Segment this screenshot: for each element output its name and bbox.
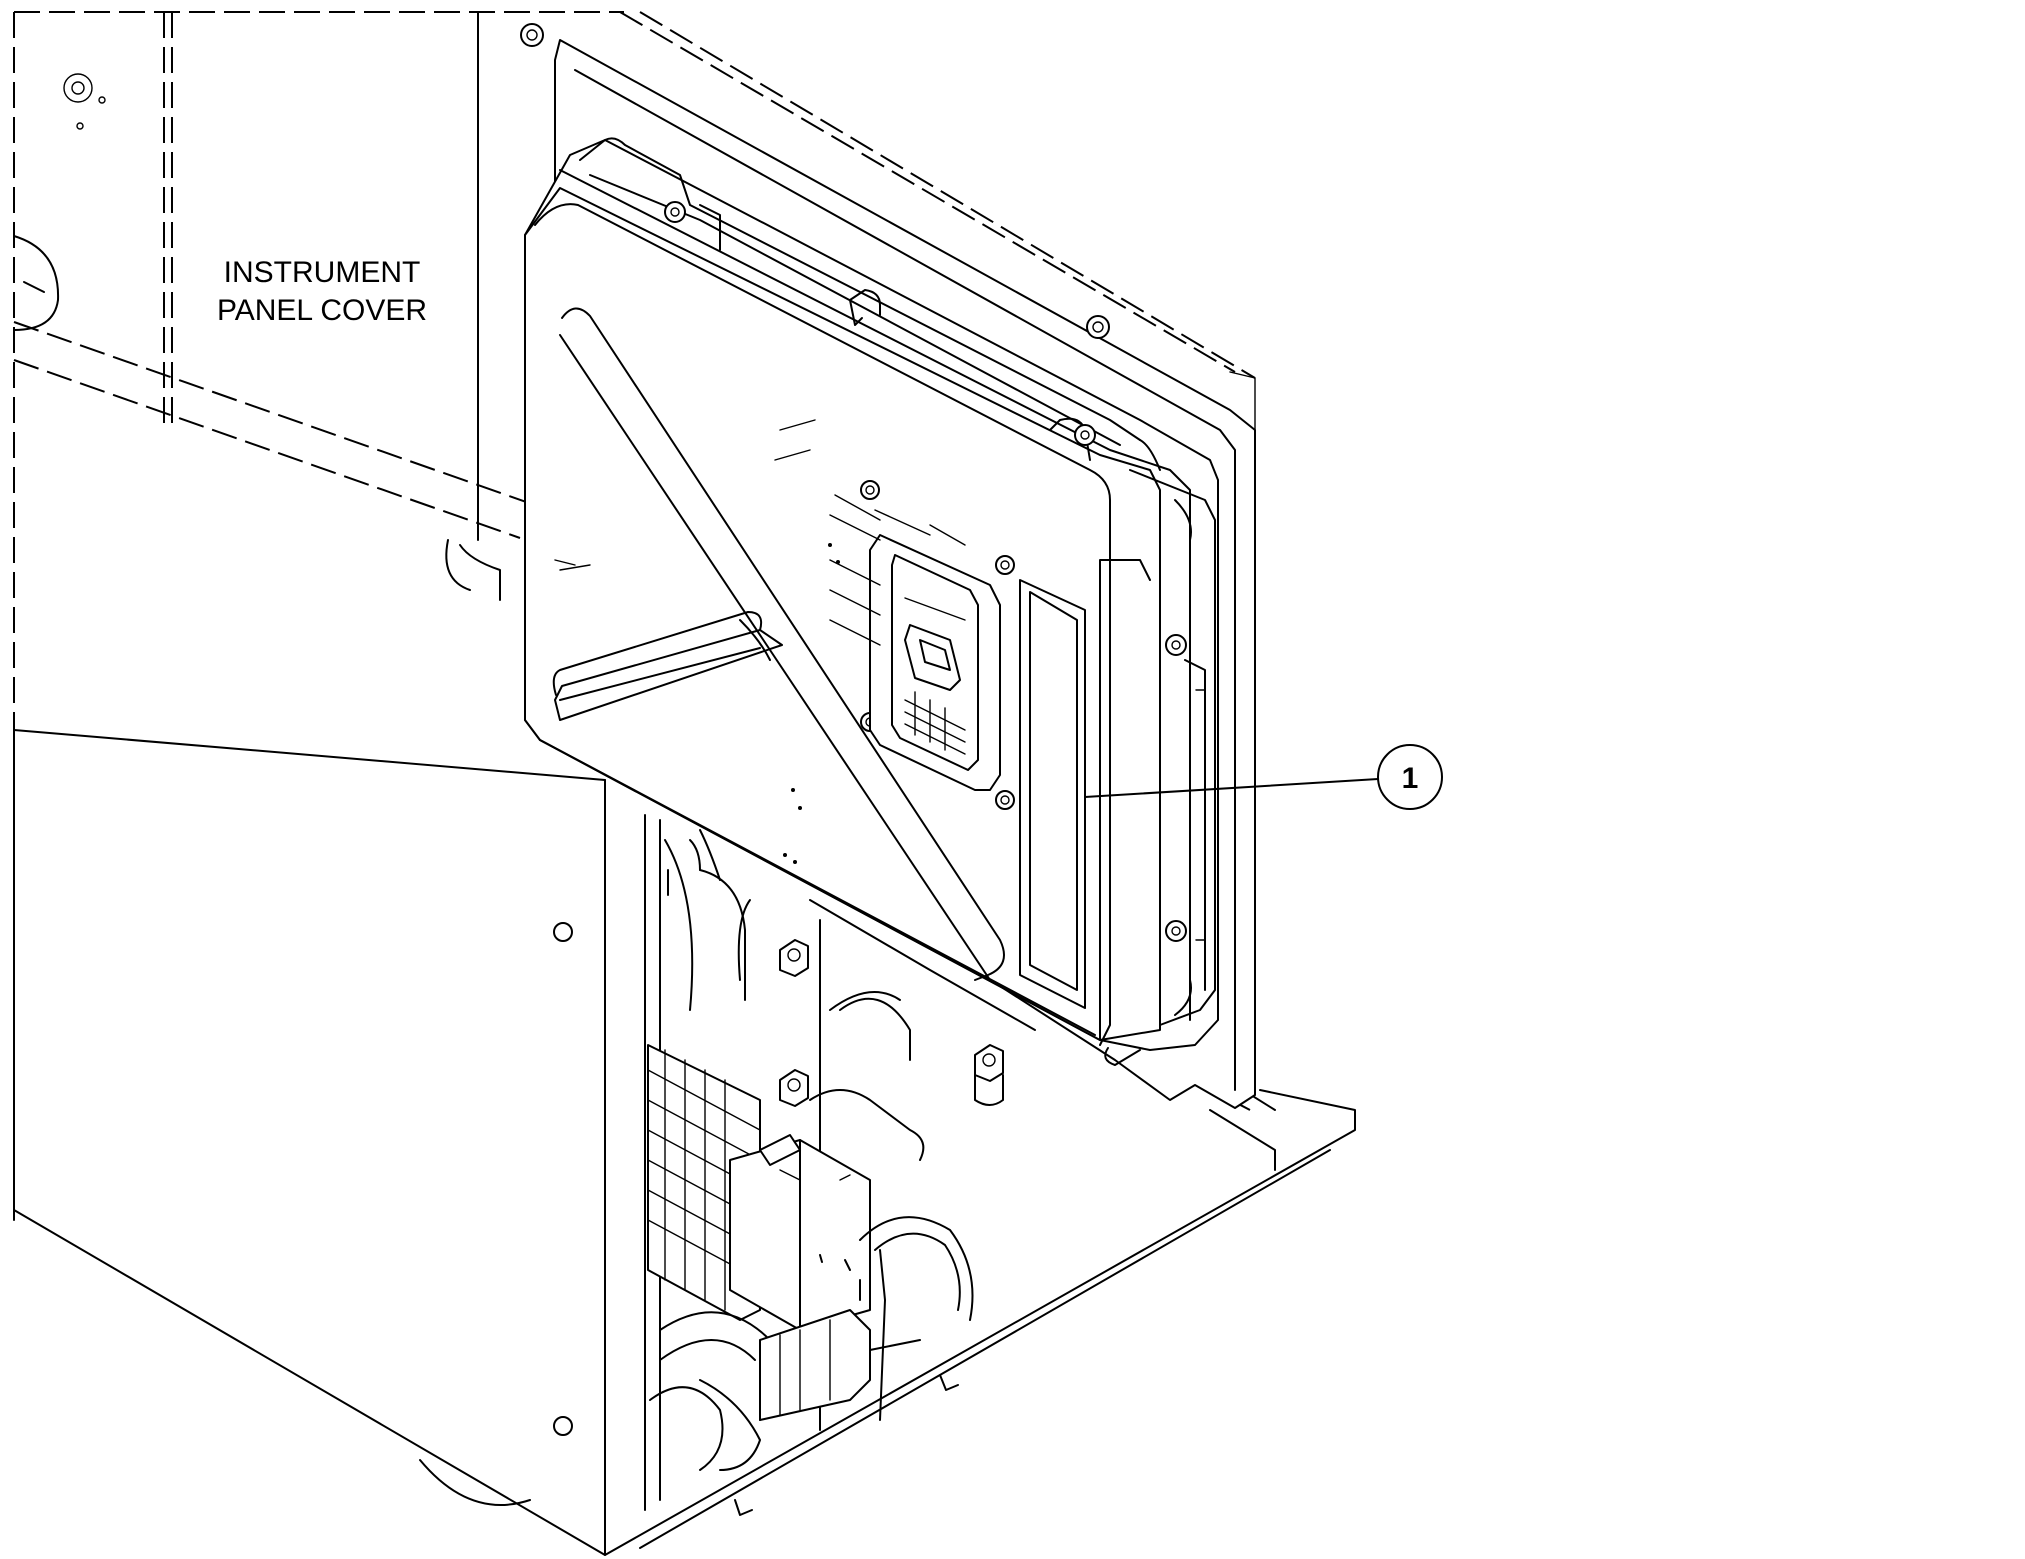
internal-components <box>644 619 1036 1511</box>
ecm-module <box>524 137 1219 1066</box>
callout-circle <box>1377 744 1443 810</box>
instrument-panel-cover-label: INSTRUMENT PANEL COVER <box>217 256 427 327</box>
enclosure-left-panel <box>13 11 606 1556</box>
callout-leader-line <box>1084 778 1379 798</box>
label-line-1: INSTRUMENT <box>224 256 421 289</box>
callout-1: 1 <box>1084 744 1443 810</box>
enclosure-floor-tray <box>604 1084 1356 1556</box>
callout-number: 1 <box>1402 762 1419 795</box>
label-line-2: PANEL COVER <box>217 294 427 327</box>
